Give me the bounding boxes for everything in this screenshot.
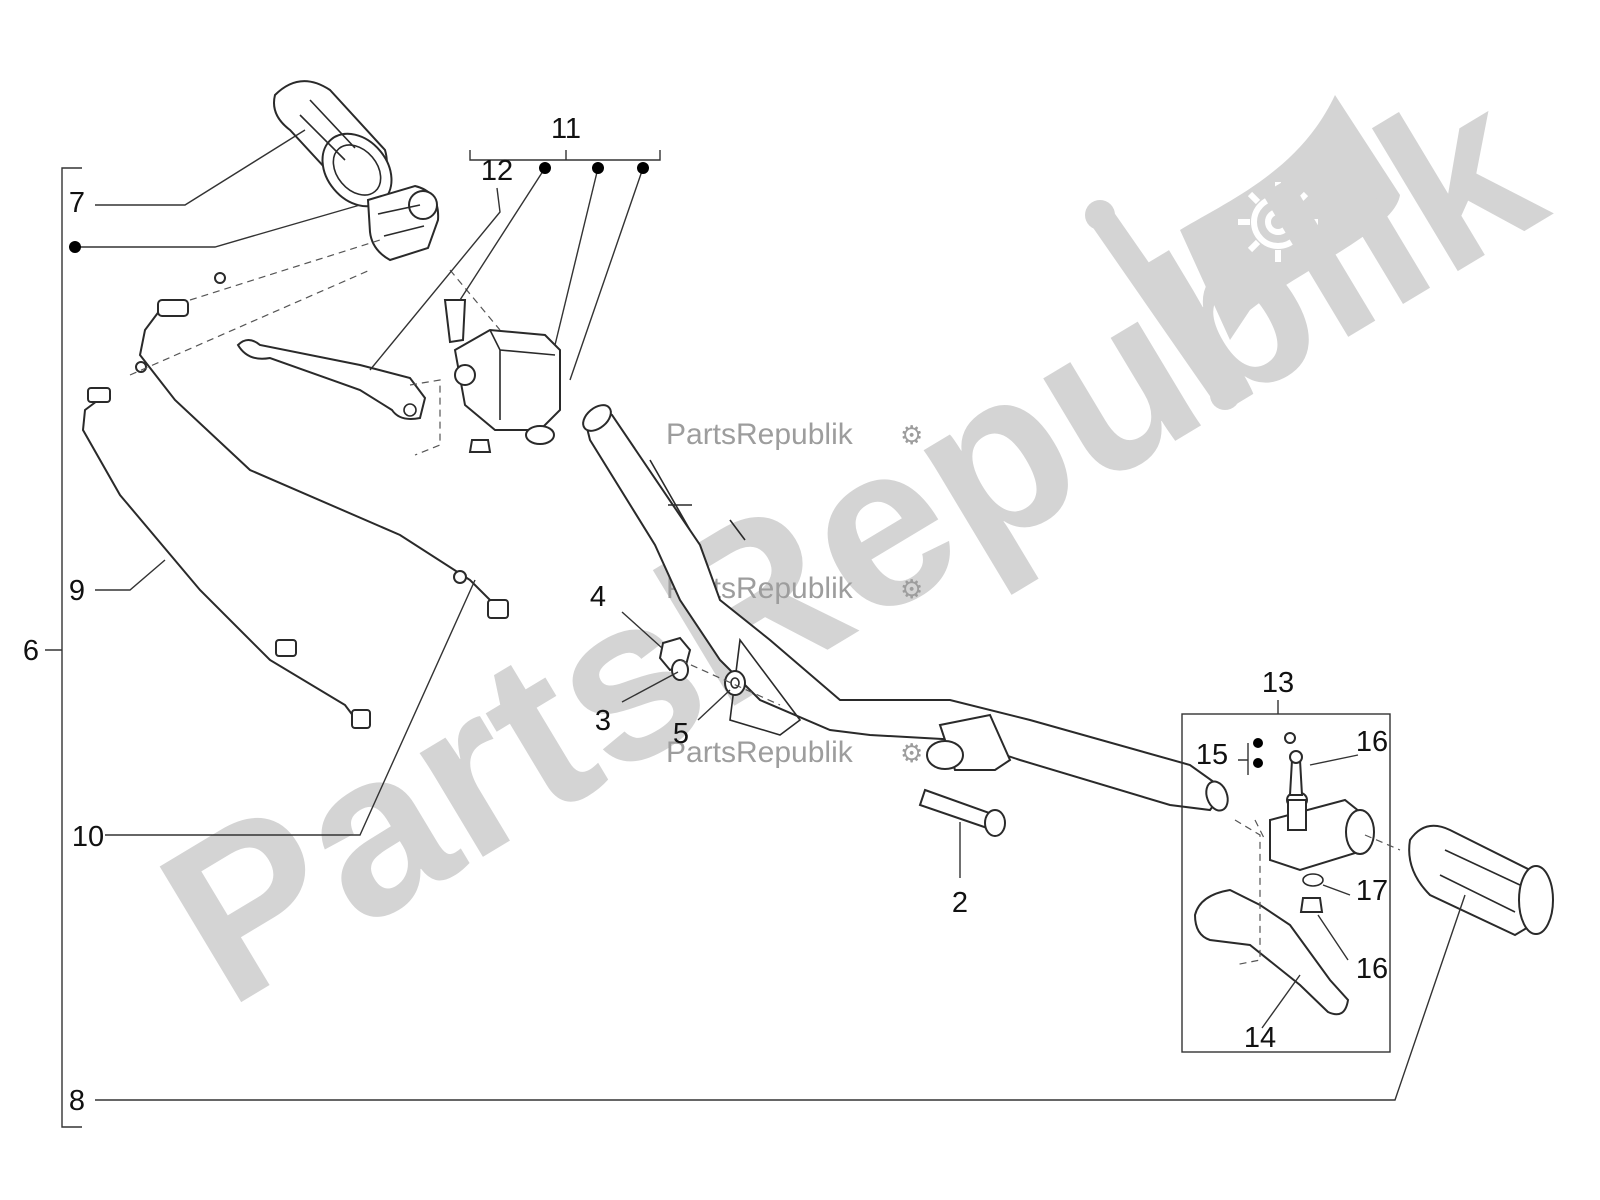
throttle-housing (366, 184, 440, 262)
left-brake-lever (236, 339, 427, 420)
svg-text:PartsRepublik: PartsRepublik (666, 736, 854, 769)
handlebar-frame (582, 404, 1229, 812)
callout-17: 17 (1356, 875, 1388, 907)
watermark-logo-icon (1085, 95, 1400, 410)
callout-10: 10 (72, 821, 104, 853)
leader-lines (75, 129, 1466, 1101)
bullet-dots (69, 162, 1263, 768)
callout-7: 7 (69, 187, 85, 219)
cable-10 (138, 272, 509, 619)
callout-15: 15 (1196, 739, 1228, 771)
right-grip (1408, 824, 1554, 937)
callout-6: 6 (23, 635, 39, 667)
gear-icon: ⚙ (900, 739, 923, 769)
callout-13: 13 (1262, 667, 1294, 699)
group-6-bracket (45, 167, 82, 1128)
svg-text:PartsRepublik: PartsRepublik (666, 418, 854, 451)
callout-16-top: 16 (1356, 726, 1388, 758)
callout-5: 5 (673, 718, 689, 750)
gear-icon: ⚙ (900, 575, 923, 605)
watermark-small-3: PartsRepublik ⚙ (666, 736, 923, 769)
bolt-2 (918, 788, 1006, 837)
gear-icon: ⚙ (900, 421, 923, 451)
callout-2: 2 (952, 887, 968, 919)
washers-group (658, 636, 746, 696)
watermark-small-1: PartsRepublik ⚙ (666, 418, 923, 451)
left-grip (273, 80, 393, 208)
master-cylinder (443, 299, 561, 453)
callout-16-bottom: 16 (1356, 953, 1388, 985)
callout-8: 8 (69, 1085, 85, 1117)
cable-9 (81, 361, 371, 729)
callout-labels: 2 3 4 5 6 7 8 9 10 11 12 13 14 15 16 17 … (23, 113, 1388, 1117)
callout-3: 3 (595, 705, 611, 737)
callout-14: 14 (1244, 1022, 1276, 1054)
alignment-lines (129, 239, 1401, 966)
callout-4: 4 (590, 581, 606, 613)
callout-11: 11 (551, 113, 581, 145)
callout-9: 9 (69, 575, 85, 607)
callout-12: 12 (481, 155, 513, 187)
right-lever-box (1181, 713, 1391, 1053)
